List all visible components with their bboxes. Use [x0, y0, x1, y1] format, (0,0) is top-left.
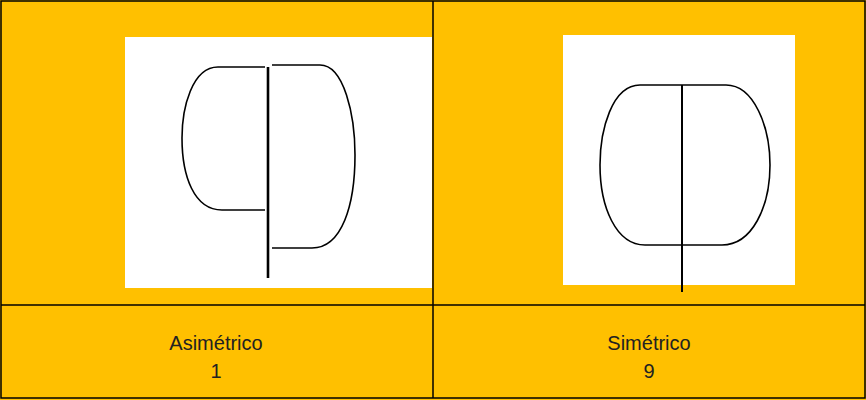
picture-frame — [125, 37, 432, 288]
asymmetric-figure — [182, 65, 355, 278]
table-cell: 9 — [643, 359, 654, 383]
table-cell: Asimétrico — [169, 331, 262, 355]
symmetric-figure — [600, 85, 770, 292]
table-cell: Simétrico — [607, 331, 690, 355]
picture-frame — [563, 35, 795, 285]
table-cell: 1 — [210, 359, 221, 383]
